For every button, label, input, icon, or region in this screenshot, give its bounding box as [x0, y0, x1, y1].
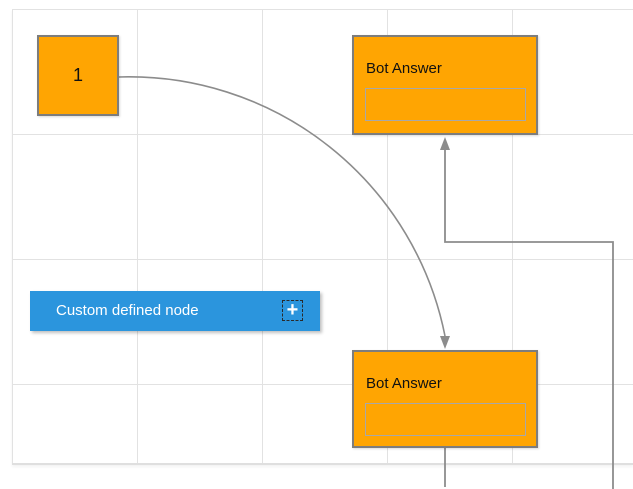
connector-curved[interactable]: [118, 76, 450, 349]
arrowhead-down-icon: [440, 336, 450, 349]
node-custom-defined[interactable]: Custom defined node +: [30, 291, 320, 331]
node-bot-answer-top[interactable]: Bot Answer: [352, 35, 538, 135]
node-title: Bot Answer: [366, 60, 442, 77]
plus-icon[interactable]: +: [282, 300, 303, 321]
custom-node-label: Custom defined node: [56, 302, 199, 319]
node-title: Bot Answer: [366, 375, 442, 392]
bot-answer-input[interactable]: [365, 88, 526, 121]
node-start[interactable]: 1: [37, 35, 119, 116]
arrowhead-up-icon: [440, 137, 450, 150]
connector-orthogonal[interactable]: [440, 137, 614, 489]
bot-answer-input[interactable]: [365, 403, 526, 436]
node-bot-answer-bottom[interactable]: Bot Answer: [352, 350, 538, 448]
node-start-label: 1: [72, 65, 83, 85]
